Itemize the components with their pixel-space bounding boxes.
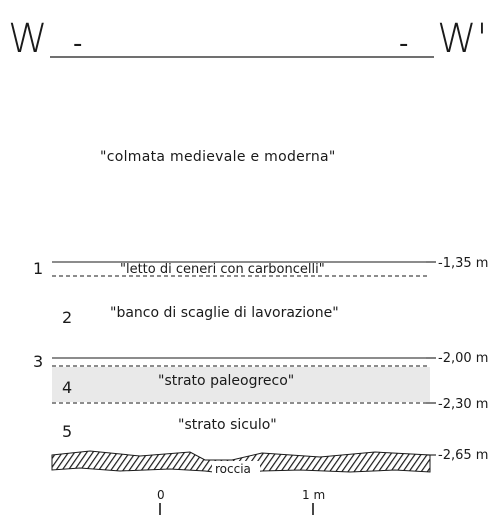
layer-4-fill (52, 367, 430, 402)
section-end-dash: - (399, 29, 408, 59)
layer-2-number: 2 (62, 308, 72, 327)
depth-4-label: -2,65 m (438, 448, 488, 463)
layer-2-label: "banco di scaglie di lavorazione" (110, 305, 339, 321)
depth-3-label: -2,30 m (438, 397, 488, 412)
depth-2-label: -2,00 m (438, 351, 488, 366)
section-start-dash: - (73, 29, 82, 59)
layer-4-number: 4 (62, 378, 72, 397)
scale-start-label: 0 (157, 488, 165, 502)
section-start-letter: W (8, 16, 48, 62)
bedrock-label: roccia (215, 462, 251, 476)
bedrock-label-background (212, 461, 260, 475)
layer-5-number: 5 (62, 422, 72, 441)
layer-5-label: "strato siculo" (178, 417, 277, 433)
scale-end-label: 1 m (302, 488, 325, 502)
layer-1-number: 1 (33, 259, 43, 278)
layer-1-label: "letto di ceneri con carboncelli" (120, 262, 325, 277)
section-title: "colmata medievale e moderna" (100, 149, 336, 165)
depth-1-label: -1,35 m (438, 256, 488, 271)
layer-4-label: "strato paleogreco" (158, 373, 294, 389)
layer-3-number: 3 (33, 352, 43, 371)
section-end-letter: W' (437, 16, 488, 62)
